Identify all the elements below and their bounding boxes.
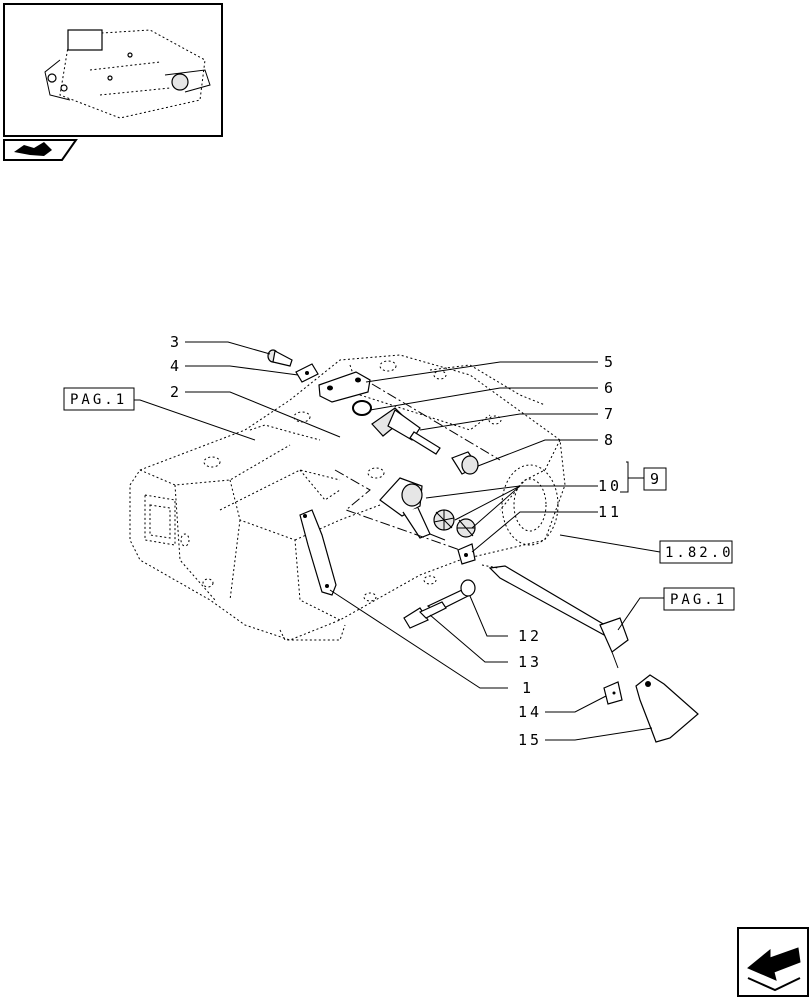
part-14-clip[interactable] (603, 681, 623, 705)
callout-11: 11 (598, 503, 622, 521)
ref-box-pag-right[interactable]: PAG.1 (663, 587, 735, 611)
part-1-lever[interactable] (299, 509, 337, 596)
part-8-bushing[interactable] (451, 451, 479, 475)
part-10-arm-gear[interactable] (379, 477, 476, 541)
part-5-bracket[interactable] (318, 371, 371, 403)
callout-6: 6 (604, 379, 616, 397)
part-6-o-ring[interactable] (352, 400, 372, 416)
callout-15: 15 (518, 731, 542, 749)
svg-text:PAG.1: PAG.1 (670, 592, 727, 608)
part-11-clip[interactable] (457, 543, 476, 565)
callout-8: 8 (604, 431, 616, 449)
callout-10: 10 (598, 477, 622, 495)
callout-labels: 3 4 2 5 6 7 8 10 11 12 13 1 14 15 (170, 333, 622, 749)
next-page-arrow-icon[interactable] (737, 927, 809, 997)
svg-text:1.82.0: 1.82.0 (665, 545, 734, 561)
ref-box-section[interactable]: 1.82.0 (659, 540, 734, 564)
control-rod[interactable] (481, 564, 629, 669)
part-7-shaft[interactable] (371, 407, 441, 455)
part-4-washer[interactable] (295, 363, 319, 383)
callout-13: 13 (518, 653, 542, 671)
callout-1: 1 (522, 679, 534, 697)
leader-lines (134, 341, 664, 741)
callout-2: 2 (170, 383, 182, 401)
svg-text:PAG.1: PAG.1 (70, 392, 127, 408)
ref-box-pag-left[interactable]: PAG.1 (63, 387, 135, 411)
tractor-section-icon[interactable] (3, 139, 78, 161)
callout-7: 7 (604, 405, 616, 423)
assembly-axis (334, 469, 461, 551)
callout-3: 3 (170, 333, 182, 351)
part-15-handle-grip[interactable] (635, 674, 699, 743)
callout-12: 12 (518, 627, 542, 645)
callout-4: 4 (170, 357, 182, 375)
assembly-thumbnail[interactable] (3, 3, 223, 137)
callout-5: 5 (604, 353, 616, 371)
assembly-axis-upper (371, 383, 501, 461)
lift-housing (129, 354, 566, 641)
part-13-yoke[interactable] (403, 601, 447, 629)
svg-text:9: 9 (650, 470, 662, 488)
part-3-bolt[interactable] (267, 349, 293, 367)
ref-box-9[interactable]: 9 (643, 467, 667, 491)
callout-14: 14 (518, 703, 542, 721)
